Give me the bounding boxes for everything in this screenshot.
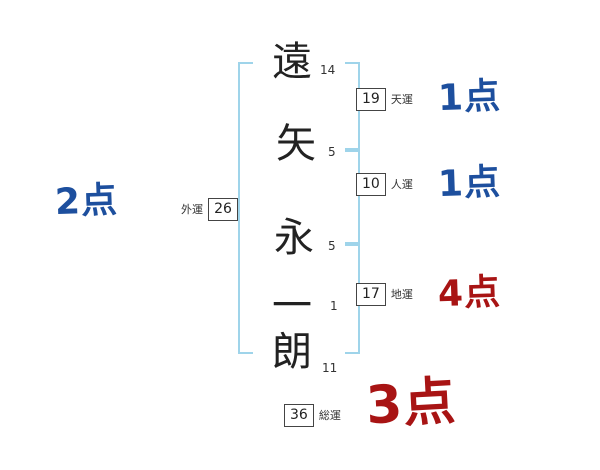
outer-luck-value-box: 26 xyxy=(208,198,238,221)
outer-luck-group: 外運 26 xyxy=(181,198,238,221)
person-luck-bracket xyxy=(345,150,360,244)
name-char-5: 朗 xyxy=(272,329,312,375)
person-luck-group: 10 人運 xyxy=(356,173,413,196)
earth-luck-score: 4点 xyxy=(437,271,502,316)
total-luck-label: 総運 xyxy=(318,408,341,422)
person-luck-score: 1点 xyxy=(437,161,502,206)
earth-luck-value-box: 17 xyxy=(356,283,386,306)
stroke-count-5: 11 xyxy=(322,361,338,375)
heaven-luck-score: 1点 xyxy=(437,75,502,120)
earth-luck-label: 地運 xyxy=(390,287,413,301)
outer-luck-label: 外運 xyxy=(181,202,203,216)
person-luck-label: 人運 xyxy=(390,177,413,191)
heaven-luck-value-box: 19 xyxy=(356,88,386,111)
total-luck-score: 3点 xyxy=(364,371,458,437)
name-char-3: 永 xyxy=(274,215,314,261)
outer-luck-score: 2点 xyxy=(54,179,119,224)
person-luck-value-box: 10 xyxy=(356,173,386,196)
name-char-4: 一 xyxy=(272,283,312,329)
heaven-luck-label: 天運 xyxy=(390,92,413,106)
stroke-count-4: 1 xyxy=(330,299,338,313)
total-luck-group: 36 総運 xyxy=(284,404,341,427)
stroke-count-3: 5 xyxy=(328,239,336,253)
heaven-luck-group: 19 天運 xyxy=(356,88,413,111)
stroke-count-1: 14 xyxy=(320,63,336,77)
stroke-count-2: 5 xyxy=(328,145,336,159)
earth-luck-group: 17 地運 xyxy=(356,283,413,306)
name-char-1: 遠 xyxy=(272,39,312,85)
name-char-2: 矢 xyxy=(276,121,316,167)
total-luck-value-box: 36 xyxy=(284,404,314,427)
outer-luck-bracket xyxy=(238,62,253,354)
